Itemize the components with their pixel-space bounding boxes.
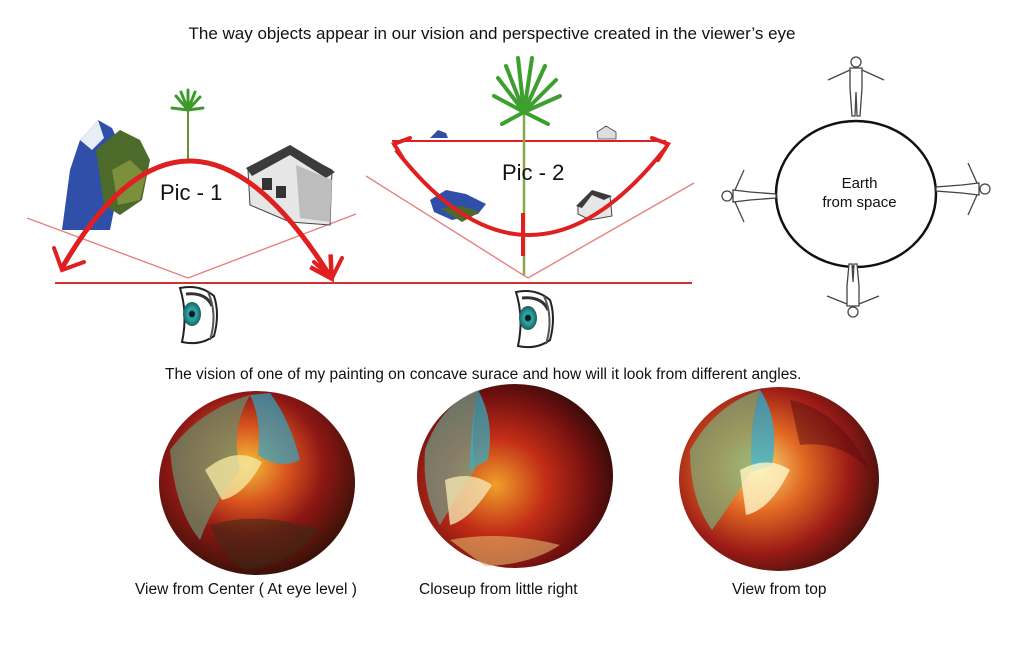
- eye-icon: [514, 290, 554, 349]
- sight-line: [187, 213, 357, 279]
- caption-top: View from top: [732, 581, 827, 598]
- page-title: The way objects appear in our vision and…: [188, 24, 796, 43]
- arc-arrow-right: [312, 256, 344, 282]
- earth-label: Earth from space: [787, 174, 932, 212]
- convex-arc: [59, 158, 335, 283]
- palm-tree-icon: [170, 88, 205, 160]
- arc-arrow-left: [391, 136, 412, 162]
- pic-2-label: Pic - 2: [502, 160, 565, 185]
- pic-1-diagram: [26, 88, 692, 345]
- caption-right: Closeup from little right: [419, 581, 578, 598]
- section-subtitle: The vision of one of my painting on conc…: [165, 366, 802, 383]
- earth-label-line1: Earth: [841, 175, 878, 192]
- human-figure-icon: [827, 56, 885, 117]
- concave-arc: [394, 148, 666, 237]
- sight-line: [26, 217, 189, 279]
- earth-label-line2: from space: [822, 194, 897, 211]
- arc-arrow-right: [650, 136, 671, 162]
- sight-line: [527, 182, 695, 279]
- human-figure-icon: [935, 162, 991, 216]
- earth-diagram: [721, 56, 991, 318]
- painting-view-top: [679, 387, 879, 571]
- eye-icon: [178, 286, 218, 345]
- painting-view-right: [417, 384, 613, 568]
- sight-line: [365, 175, 529, 279]
- house-icon: [246, 145, 335, 226]
- human-figure-icon: [721, 169, 777, 223]
- mountain-icon: [62, 120, 150, 230]
- house-icon: [576, 125, 617, 221]
- pic-1-label: Pic - 1: [160, 180, 223, 205]
- painting-view-center: [159, 391, 355, 575]
- human-figure-icon: [826, 263, 880, 318]
- mountain-icon: [430, 130, 486, 222]
- arc-arrow-left: [52, 246, 86, 273]
- caption-center: View from Center ( At eye level ): [135, 581, 357, 598]
- pic-2-diagram: [365, 56, 695, 349]
